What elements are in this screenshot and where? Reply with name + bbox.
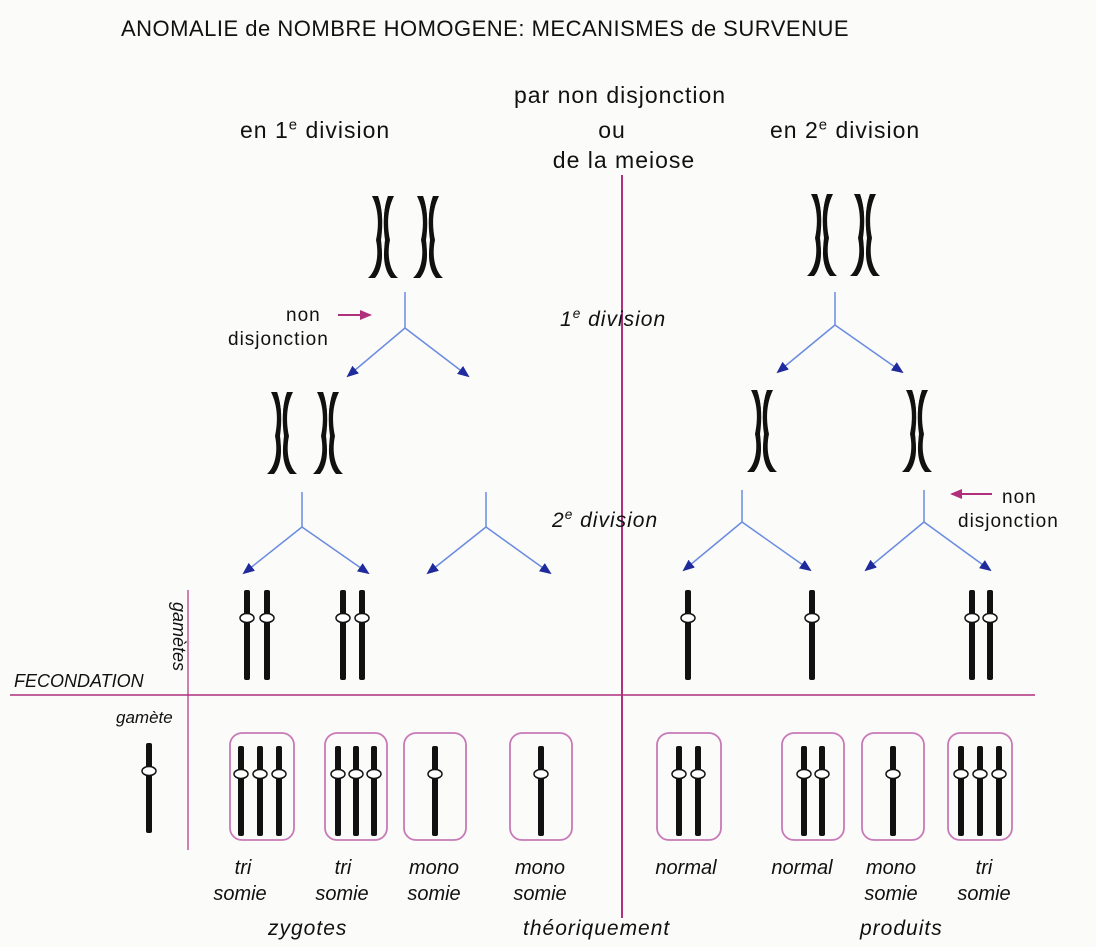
zygote-label-6-line1: normal [771, 858, 832, 878]
footer-produits: produits [860, 918, 943, 939]
header-right-second-division: en 2e division [770, 119, 920, 142]
zygote-chromosomes-6 [797, 746, 829, 836]
gametes-label: gamètes [170, 602, 188, 671]
zygote-label-4-line1: mono [515, 858, 565, 878]
fecondation-label: FECONDATION [14, 672, 144, 690]
zygote-label-7-line2: somie [864, 884, 917, 904]
zygote-label-1-line2: somie [213, 884, 266, 904]
zygote-chromosomes-7 [886, 746, 900, 836]
nondisjunction-right-line1: non [1002, 488, 1037, 507]
header-line1: par non disjonction [514, 84, 726, 107]
branch-arrows-right [684, 292, 990, 570]
zygote-label-1-line1: tri [235, 858, 252, 878]
zygote-box-6 [782, 733, 844, 840]
gamete-disomic-2 [336, 590, 369, 680]
zygote-label-3-line2: somie [407, 884, 460, 904]
zygote-chromosomes-2 [331, 746, 381, 836]
gamete-disomic-3 [965, 590, 997, 680]
gamete-normal-2 [805, 590, 819, 680]
gamete-disomic-1 [240, 590, 274, 680]
nondisjunction-right-line2: disjonction [958, 512, 1059, 531]
zygote-label-8-line1: tri [976, 858, 993, 878]
zygote-label-3-line1: mono [409, 858, 459, 878]
footer-theoriquement: théoriquement [523, 918, 670, 939]
partner-gamete [142, 743, 156, 833]
zygote-chromosomes-8 [954, 746, 1006, 836]
first-division-label: 1e division [560, 309, 666, 330]
zygote-label-7-line1: mono [866, 858, 916, 878]
zygote-label-8-line2: somie [957, 884, 1010, 904]
nondisjunction-left-line1: non [286, 306, 321, 325]
zygote-label-5-line1: normal [655, 858, 716, 878]
gamete-normal-1 [681, 590, 695, 680]
nondisjunction-left-line2: disjonction [228, 330, 329, 349]
footer-zygotes: zygotes [268, 918, 347, 939]
header-line3: de la meiose [553, 149, 695, 172]
zygote-label-2-line1: tri [335, 858, 352, 878]
zygote-box-5 [657, 733, 721, 840]
zygote-chromosomes-5 [672, 746, 705, 836]
zygote-chromosomes-4 [534, 746, 548, 836]
chromosome-pair-top-left [368, 196, 443, 278]
zygote-label-2-line2: somie [315, 884, 368, 904]
header-left-first-division: en 1e division [240, 119, 390, 142]
zygote-chromosomes-1 [234, 746, 286, 836]
gamete-label: gamète [116, 709, 173, 726]
chromosome-single-mid-right-a [747, 390, 777, 472]
chromosome-pair-mid-left [267, 392, 343, 474]
zygote-label-4-line2: somie [513, 884, 566, 904]
second-division-label: 2e division [552, 510, 658, 531]
diagram-title: ANOMALIE de NOMBRE HOMOGENE: MECANISMES … [121, 18, 849, 40]
zygote-chromosomes-3 [428, 746, 442, 836]
chromosome-single-mid-right-b [902, 390, 932, 472]
header-or: ou [598, 119, 626, 142]
chromosome-pair-top-right [807, 194, 880, 276]
